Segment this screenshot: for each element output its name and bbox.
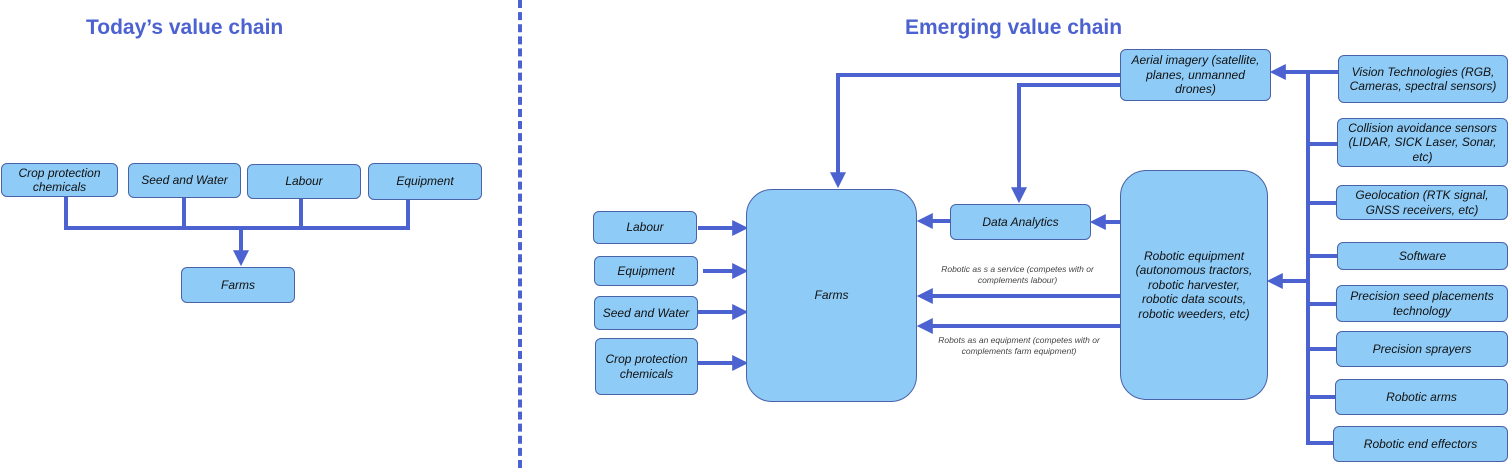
emerging-title: Emerging value chain (905, 16, 1123, 39)
today-title: Today’s value chain (86, 16, 284, 39)
tech-robotic-arms: Robotic arms (1335, 379, 1508, 415)
tech-precision-sprayers: Precision sprayers (1336, 331, 1508, 367)
today-bus-line (64, 196, 410, 230)
today-farms: Farms (181, 267, 295, 303)
section-divider (518, 0, 522, 468)
emerging-input-labour: Labour (593, 211, 697, 244)
tech-robotic-end-effectors: Robotic end effectors (1333, 426, 1508, 462)
emerging-farms: Farms (746, 189, 917, 402)
note-robots-as-equipment: Robots as an equipment (competes with or… (938, 335, 1100, 357)
tech-precision-seed: Precision seed placements technology (1336, 285, 1508, 322)
today-input-seed-water: Seed and Water (128, 163, 241, 198)
tech-geolocation: Geolocation (RTK signal, GNSS receivers,… (1336, 185, 1508, 220)
arrow-aerial-analytics (1011, 83, 1120, 204)
emerging-input-seed-water: Seed and Water (594, 296, 698, 330)
data-analytics: Data Analytics (950, 204, 1091, 240)
emerging-input-crop-protection: Crop protection chemicals (595, 338, 698, 395)
tech-bus-line (1306, 72, 1334, 445)
today-input-crop-protection: Crop protection chemicals (1, 163, 118, 197)
robotic-equipment: Robotic equipment (autonomous tractors, … (1120, 170, 1268, 400)
tech-collision-avoidance: Collision avoidance sensors (LIDAR, SICK… (1337, 118, 1508, 167)
arrow-aerial-farms (830, 73, 1120, 189)
aerial-imagery: Aerial imagery (satellite, planes, unman… (1120, 49, 1271, 101)
tech-vision: Vision Technologies (RGB, Cameras, spect… (1338, 55, 1508, 103)
emerging-input-equipment: Equipment (594, 256, 698, 286)
note-robotics-as-service: Robotic as s a service (competes with or… (941, 264, 1094, 286)
today-input-labour: Labour (247, 164, 361, 199)
tech-software: Software (1337, 242, 1508, 270)
today-input-equipment: Equipment (368, 163, 482, 200)
